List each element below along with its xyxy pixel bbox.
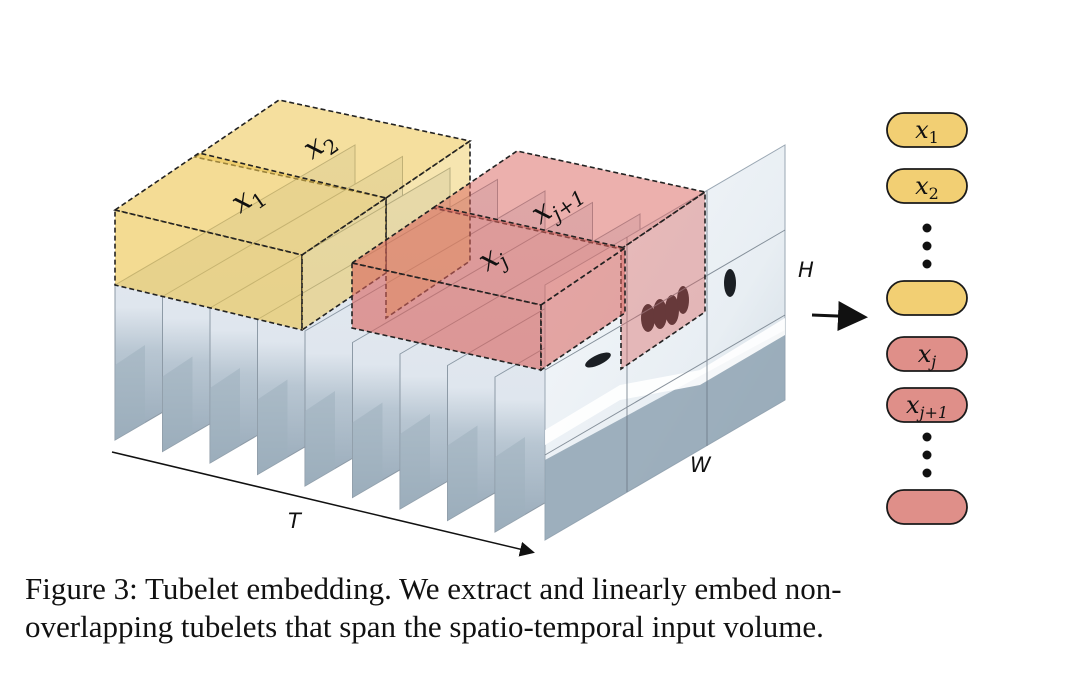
tubelet-red-xj	[350, 205, 627, 372]
caption-line-2: overlapping tubelets that span the spati…	[25, 609, 824, 644]
token-red: xj+1	[886, 387, 968, 423]
ellipsis-dots	[922, 432, 932, 478]
token-sequence: x1 x2 xj xj+1	[886, 112, 968, 525]
embedding-arrow	[811, 301, 868, 332]
svg-text:x1: x1	[915, 116, 939, 147]
penguin-group	[585, 269, 736, 368]
axis-label-time: T	[288, 509, 303, 533]
token-yellow: x1	[886, 112, 968, 148]
caption-line-1: Figure 3: Tubelet embedding. We extract …	[25, 571, 842, 606]
token-red: xj	[886, 336, 968, 372]
ellipsis-dots	[922, 223, 932, 269]
svg-text:xj: xj	[918, 340, 937, 371]
svg-text:x2: x2	[915, 172, 939, 203]
token-yellow: x2	[886, 168, 968, 204]
axis-label-height: H	[798, 258, 814, 282]
axis-label-width: W	[690, 453, 712, 477]
time-axis-arrow	[111, 451, 535, 557]
front-video-frame	[544, 144, 786, 541]
tubelet-yellow-x1	[113, 152, 388, 332]
token-red	[886, 489, 968, 525]
figure-caption: Figure 3: Tubelet embedding. We extract …	[25, 570, 1065, 646]
token-yellow	[886, 280, 968, 316]
svg-text:xj+1: xj+1	[906, 391, 948, 422]
tubelet-diagram: x2 x1 xj+1 xj T H W x1 x2 xj xj+1	[111, 99, 968, 557]
